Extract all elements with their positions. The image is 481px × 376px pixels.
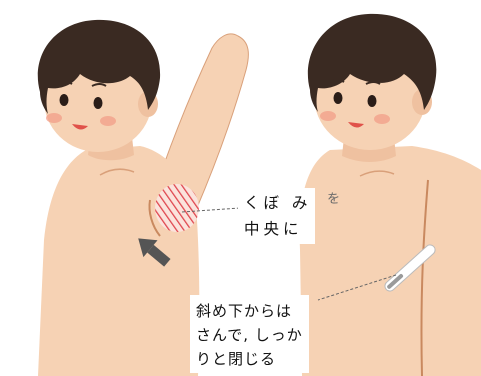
armpit-label-line: くぼ み [244,190,311,216]
left-figure-eye [94,97,103,109]
thermometer-instruction-label: 斜め下からは さんで, しっか りと閉じる [190,295,309,373]
armpit-target-area [155,184,199,232]
right-figure-torso [300,146,481,376]
instruction-label-line: 斜め下からは [196,299,303,323]
instruction-label-line: さんで, しっか [196,323,303,347]
stray-mark: を [327,188,340,207]
left-figure-torso [38,146,199,376]
left-figure-blush [46,113,62,123]
right-figure-eye [334,92,343,104]
left-figure-eye [60,94,69,106]
armpit-label-line: 中央に [244,216,311,242]
instruction-label-line: りと閉じる [196,347,303,371]
left-figure-blush [100,116,116,126]
right-figure-blush [374,114,390,124]
right-figure-blush [320,111,336,121]
armpit-center-label: くぼ み 中央に [238,188,315,244]
right-figure-eye [368,95,377,107]
